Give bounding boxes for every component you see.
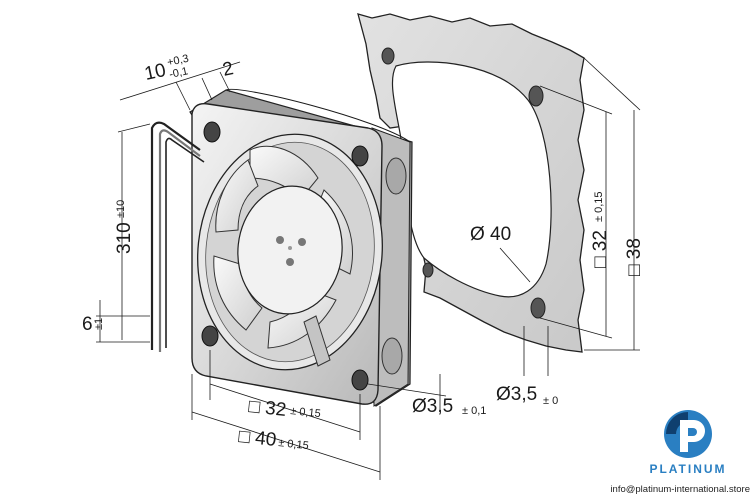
gasket-hole-bottom-right-icon <box>530 297 546 319</box>
gasket <box>357 13 585 353</box>
fan-hole-bottom-left-icon <box>201 325 219 347</box>
dim-frame-front-tol: ± 0,15 <box>278 437 310 452</box>
dim-strip-tol: ±1 <box>93 318 105 330</box>
cable-icon <box>150 121 205 352</box>
fan-hole-top-right-icon <box>351 145 369 167</box>
gasket-hole-top-right-icon <box>528 85 544 107</box>
dim-hole-dia-fan-tol: ± 0,1 <box>462 405 486 417</box>
dim-cable-tol: ±10 <box>115 200 127 218</box>
dim-wall: 2 <box>221 58 236 81</box>
dim-hole-spacing-front-tol: ± 0,15 <box>290 405 322 420</box>
dim-length-tol-minus: -0,1 <box>168 65 189 81</box>
dim-hole-dia-gasket-tol: ± 0 <box>543 395 558 407</box>
dim-frame-side: □ 38 <box>624 238 645 276</box>
fan <box>189 88 413 407</box>
logo-name: PLATINUM <box>649 462 727 476</box>
dimension-lines <box>96 57 641 480</box>
gasket-hole-bottom-left-icon <box>422 262 434 278</box>
platinum-logo: PLATINUM <box>636 404 740 494</box>
dim-length-main: 10 <box>143 60 168 85</box>
dim-hole-spacing-side-tol: ± 0,15 <box>593 191 605 222</box>
dim-frame-front: □ 40 <box>237 426 277 451</box>
fan-hole-bottom-right-icon <box>351 369 369 391</box>
platinum-logo-icon <box>664 410 712 458</box>
dim-hole-spacing-side: □ 32 <box>590 230 611 268</box>
dim-cable-main: 310 <box>114 222 135 254</box>
dim-hole-dia-gasket: Ø3,5 <box>496 384 537 405</box>
dim-hole-spacing-front: □ 32 <box>247 396 287 421</box>
dim-strip-main: 6 <box>82 314 93 335</box>
dim-hole-dia-fan: Ø3,5 <box>412 396 453 417</box>
dim-length-tol-plus: +0,3 <box>166 53 190 69</box>
dimension-labels: 10 +0,3 -0,1 2 310 ±10 6 ±1 □ 32 ± 0,15 … <box>82 53 645 452</box>
gasket-hole-top-left-icon <box>381 47 395 65</box>
logo-email: info@platinum-international.store <box>610 484 750 495</box>
fan-hole-top-left-icon <box>203 121 221 143</box>
dim-opening: Ø 40 <box>470 224 511 245</box>
